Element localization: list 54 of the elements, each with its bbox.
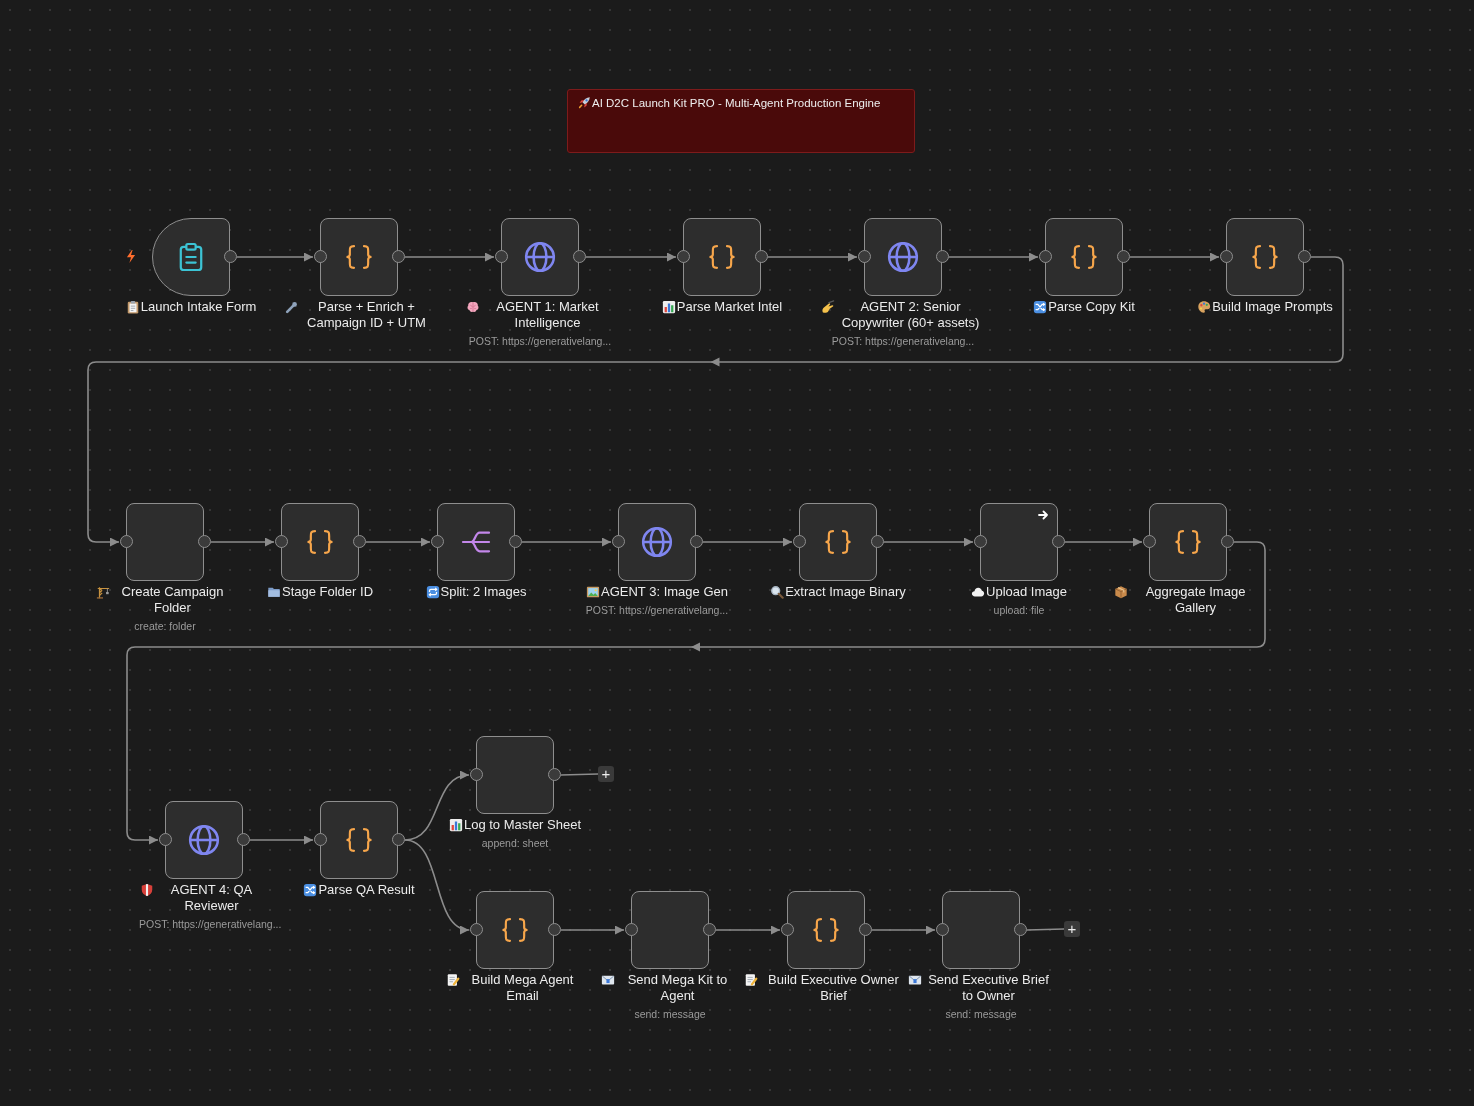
node-label: Create Campaign Folder bbox=[120, 584, 225, 616]
node-label: AGENT 2: Senior Copywriter (60+ assets) bbox=[840, 299, 981, 331]
node-label: AGENT 4: QA Reviewer bbox=[169, 882, 254, 914]
connector-arrow bbox=[560, 925, 625, 935]
connector-arrow bbox=[210, 537, 275, 547]
node-label: Split: 2 Images bbox=[440, 584, 527, 600]
node-label: Stage Folder ID bbox=[281, 584, 373, 600]
node-subtitle: POST: https://generativelang... bbox=[139, 918, 282, 930]
connector-line bbox=[1026, 928, 1065, 931]
connector-arrow bbox=[948, 252, 1039, 262]
note-title: AI D2C Launch Kit PRO - Multi-Agent Production Engine bbox=[592, 97, 881, 109]
connector-arrow bbox=[249, 835, 314, 845]
connector-arrow bbox=[365, 537, 431, 547]
connector-arrow bbox=[521, 537, 612, 547]
connector-arrow bbox=[236, 252, 314, 262]
node-label: Parse QA Result bbox=[318, 882, 415, 898]
node-label: Extract Image Binary bbox=[785, 584, 906, 600]
node-subtitle: POST: https://generativelang... bbox=[585, 604, 729, 616]
node-subtitle: send: message bbox=[634, 1008, 706, 1020]
connector-arrow bbox=[585, 252, 677, 262]
node-label: AGENT 3: Image Gen bbox=[601, 584, 728, 600]
node-label: Log to Master Sheet bbox=[463, 817, 582, 833]
node-subtitle: send: message bbox=[945, 1008, 1017, 1020]
node-label: AGENT 1: Market Intelligence bbox=[495, 299, 600, 331]
connector-arrow bbox=[87, 256, 1344, 547]
node-subtitle: upload: file bbox=[993, 604, 1045, 616]
node-label: Build Executive Owner Brief bbox=[767, 972, 900, 1004]
connector-arrow bbox=[404, 252, 495, 262]
connector-arrow bbox=[1129, 252, 1220, 262]
connector-arrow bbox=[883, 537, 974, 547]
connector-arrow bbox=[1064, 537, 1143, 547]
connector-arrow bbox=[404, 839, 470, 933]
node-label: Parse Market Intel bbox=[676, 299, 783, 315]
node-subtitle: append: sheet bbox=[481, 837, 549, 849]
node-subtitle: POST: https://generativelang... bbox=[468, 335, 612, 347]
connector-arrow bbox=[126, 541, 1266, 845]
connector-arrow bbox=[702, 537, 793, 547]
connector-arrow bbox=[767, 252, 858, 262]
node-label: Build Image Prompts bbox=[1212, 299, 1333, 315]
connector-line bbox=[560, 773, 599, 776]
node-subtitle: POST: https://generativelang... bbox=[831, 335, 975, 347]
add-button: + bbox=[598, 766, 614, 782]
node-subtitle: create: folder bbox=[134, 620, 196, 632]
node-label: Parse + Enrich + Campaign ID + UTM bbox=[306, 299, 427, 331]
node-label: Parse Copy Kit bbox=[1048, 299, 1135, 315]
connector-arrow bbox=[715, 925, 781, 935]
add-button: + bbox=[1064, 921, 1080, 937]
node-label: Launch Intake Form bbox=[140, 299, 257, 315]
node-label: Build Mega Agent Email bbox=[470, 972, 575, 1004]
connector-arrow bbox=[871, 925, 936, 935]
node-label: Aggregate Image Gallery bbox=[1144, 584, 1247, 616]
node-label: Send Executive Brief to Owner bbox=[927, 972, 1050, 1004]
node-label: Upload Image bbox=[986, 584, 1067, 600]
node-label: Send Mega Kit to Agent bbox=[626, 972, 729, 1004]
